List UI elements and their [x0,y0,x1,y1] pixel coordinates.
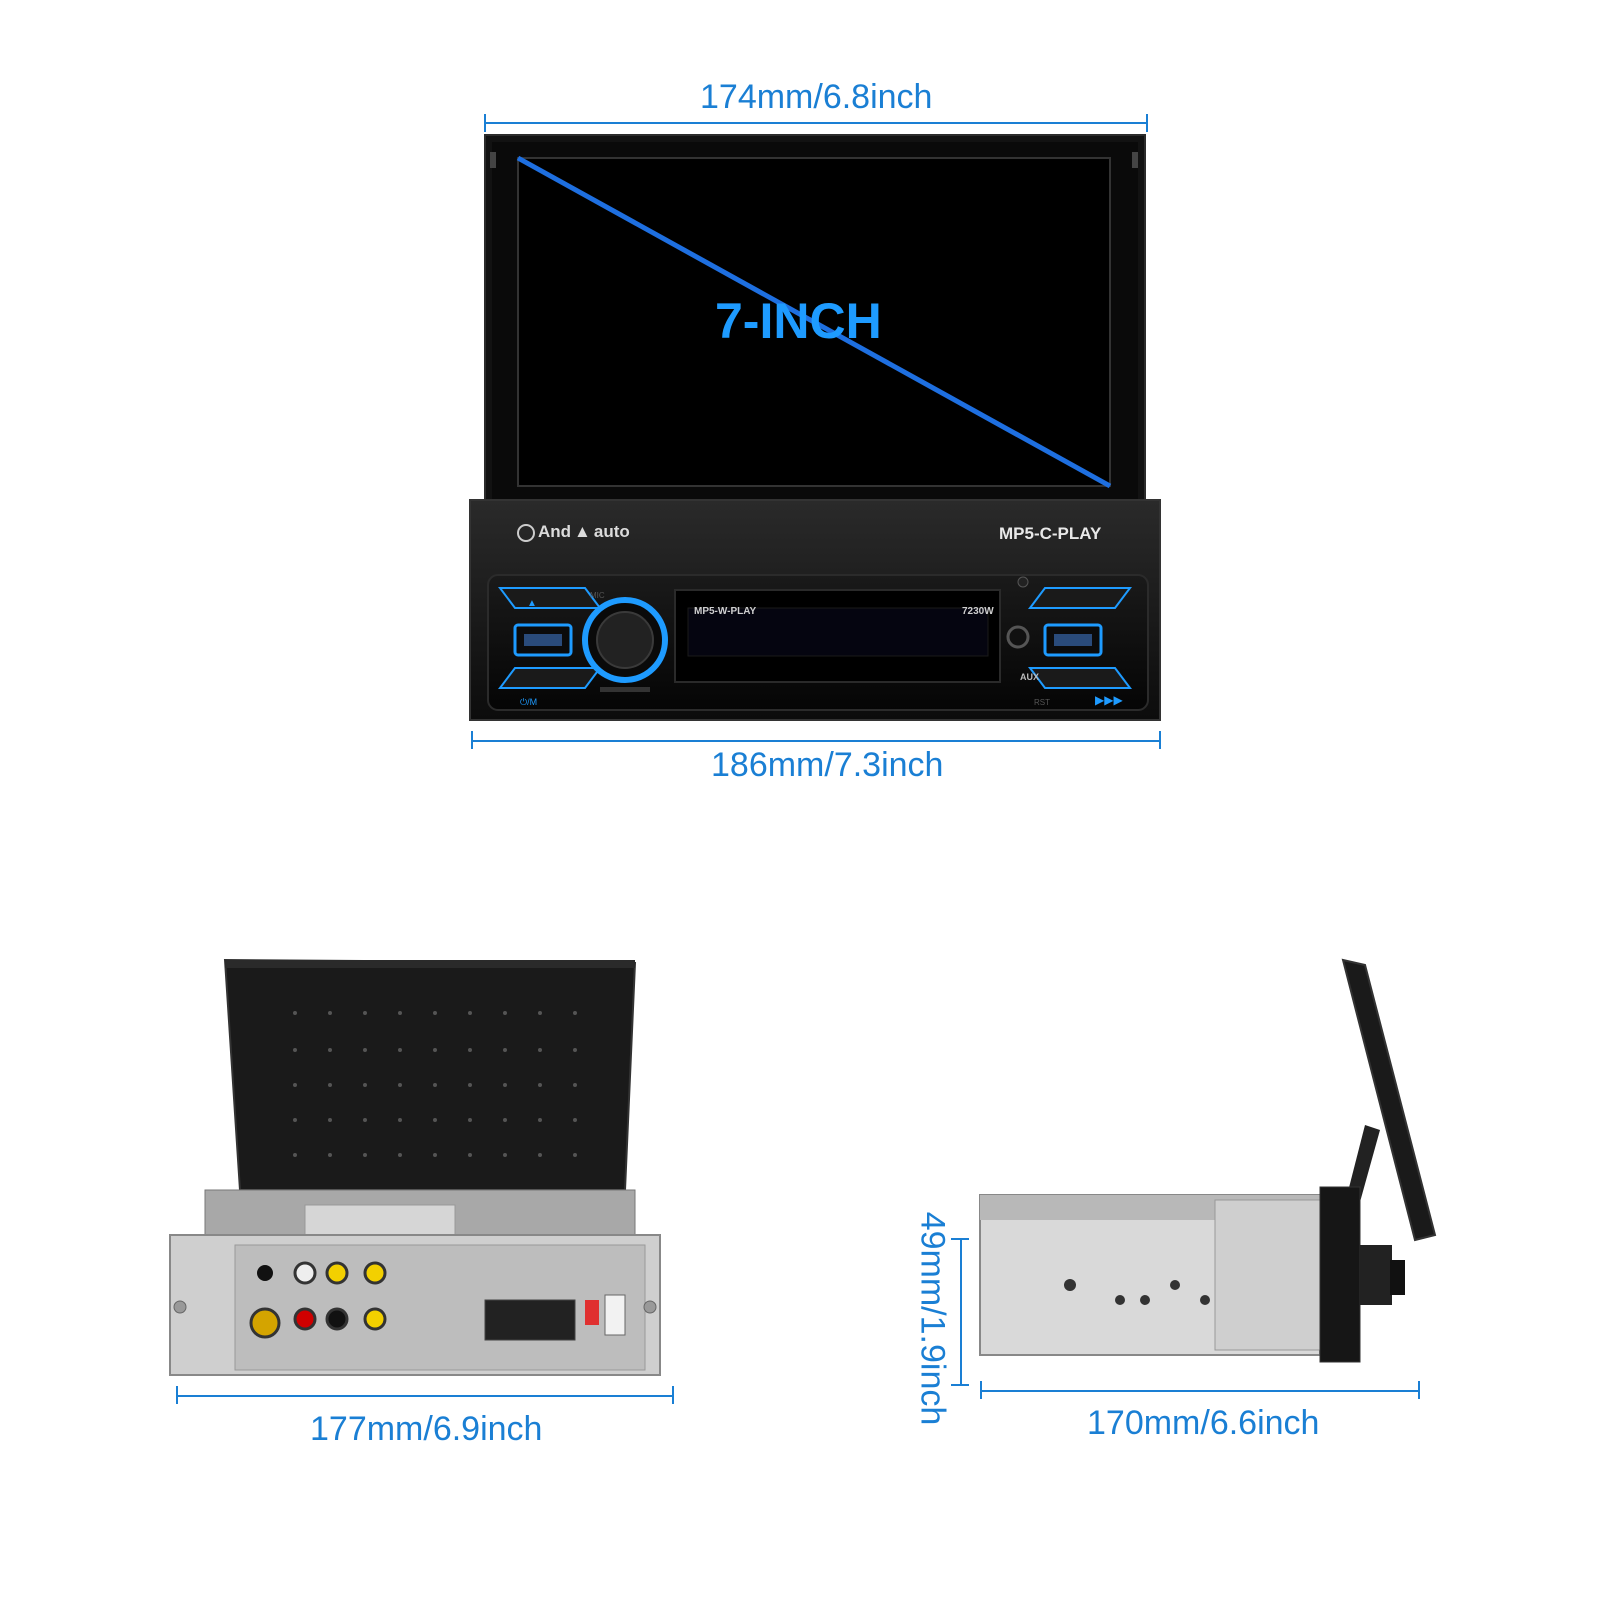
tick [951,1384,969,1386]
brand-a-icon: ▲ [574,522,591,541]
front-view-unit [469,134,1161,721]
tick [951,1238,969,1240]
side-height-label: 49mm/1.9inch [913,1211,952,1426]
display-model: MP5-W-PLAY [694,606,757,617]
back-width-label: 177mm/6.9inch [310,1410,543,1448]
brand-c-icon [517,523,535,542]
tick [176,1386,178,1404]
tick [1159,731,1161,749]
side-depth-line [980,1390,1420,1392]
screen-width-label: 174mm/6.8inch [700,78,933,116]
tick [672,1386,674,1404]
tick [1146,114,1148,132]
side-depth-label: 170mm/6.6inch [1087,1404,1320,1442]
tick [484,114,486,132]
power-mode-icon[interactable]: ⏻/M [520,697,538,707]
screen-width-line [484,122,1148,124]
front-width-line [471,740,1161,742]
back-width-line [176,1395,674,1397]
up-arrow-icon[interactable]: ▲ [527,598,537,609]
model-badge: MP5-C-PLAY [999,524,1102,543]
side-height-line [960,1238,962,1386]
back-view-unit [169,958,661,1376]
tick [471,731,473,749]
next-track-icon[interactable]: ▶▶▶ [1095,693,1123,707]
tick [1418,1381,1420,1399]
side-view-unit [979,958,1437,1363]
front-width-label: 186mm/7.3inch [711,746,944,784]
brand-logo: And▲auto [517,522,630,542]
screen-size-label: 7-INCH [715,293,882,349]
mic-label: MIC [590,591,605,600]
brand-prefix: And [538,522,572,541]
tick [980,1381,982,1399]
display-code: 7230W [962,606,994,617]
rst-label: RST [1034,698,1050,707]
aux-label: AUX [1020,672,1040,682]
brand-suffix: auto [593,522,630,541]
